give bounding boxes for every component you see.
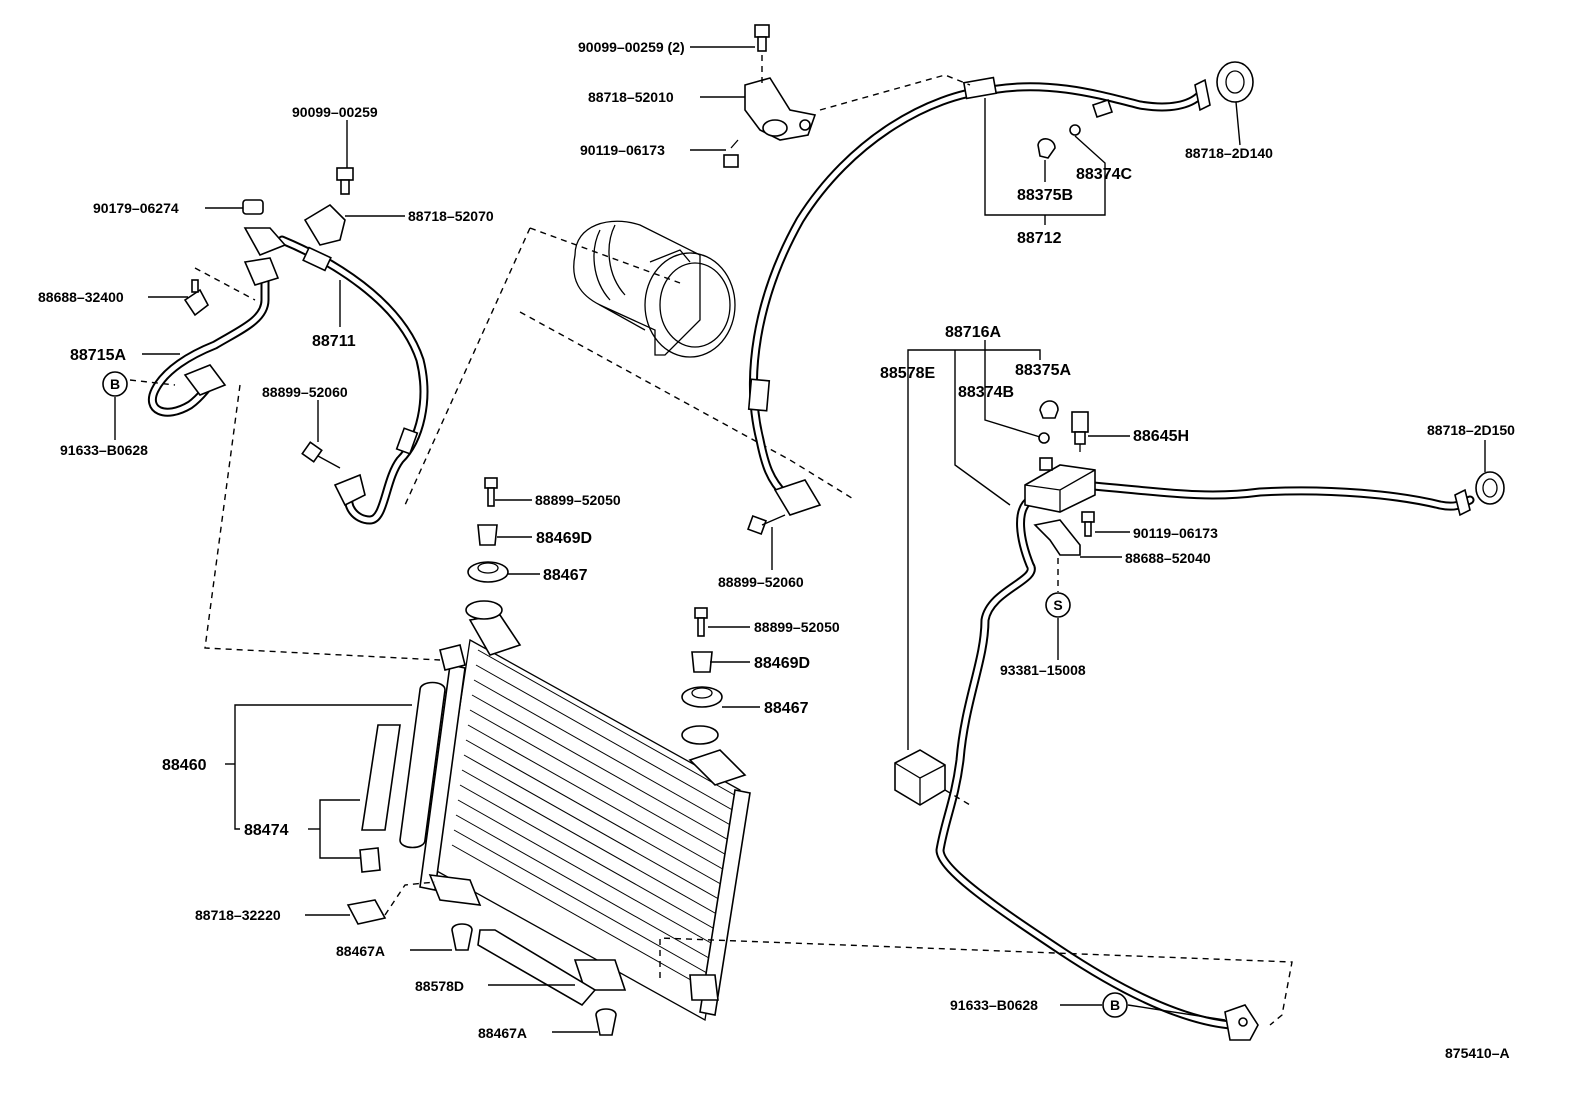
suction-hose-dashed — [819, 74, 971, 111]
marker-B-bottom-text: B — [1110, 997, 1120, 1013]
marker-S-text: S — [1053, 597, 1062, 613]
plug-88474 — [359, 847, 381, 873]
label-88467A-bottom: 88467A — [478, 1025, 527, 1041]
marker-B-left-text: B — [110, 376, 120, 392]
fitting-88718-2D140 — [1194, 61, 1254, 112]
figure-code: 875410–A — [1445, 1045, 1510, 1061]
label-88718-52010: 88718–52010 — [588, 89, 674, 105]
marker-S: S — [1045, 592, 1071, 618]
cap-88375A — [1039, 400, 1059, 419]
label-88460: 88460 — [162, 757, 207, 774]
suction-pipe-88715A — [148, 227, 287, 417]
liquid-line-88716A — [935, 457, 1475, 1041]
label-88718-2D140: 88718–2D140 — [1185, 145, 1273, 161]
label-88718-52070: 88718–52070 — [408, 208, 494, 224]
pressure-switch-88645H — [1071, 411, 1089, 452]
label-90099-00259: 90099–00259 — [292, 104, 378, 120]
label-88467-right: 88467 — [764, 700, 809, 717]
bolt-90119-06173-right — [1081, 511, 1095, 537]
marker-B-bottom: B — [1102, 992, 1128, 1018]
clip-32220-dashed — [384, 881, 436, 916]
oring-88374C — [1069, 124, 1081, 136]
label-88899-52050-right: 88899–52050 — [754, 619, 840, 635]
label-88469D-right: 88469D — [754, 655, 810, 672]
cushion-88467A-top — [451, 923, 473, 951]
label-88375B: 88375B — [1017, 187, 1073, 204]
label-88716A: 88716A — [945, 324, 1001, 341]
condenser-fins — [451, 649, 739, 993]
bracket-88718-52070 — [303, 203, 346, 246]
cushion-88467A-bottom — [595, 1008, 617, 1036]
clip-88718-32220 — [346, 899, 387, 925]
label-88715A: 88715A — [70, 347, 126, 364]
label-88899-52060-mid: 88899–52060 — [718, 574, 804, 590]
label-88645H: 88645H — [1133, 428, 1189, 445]
leader-lines — [114, 46, 1486, 1033]
bolt-90119-06173-top — [723, 139, 739, 168]
compressor — [573, 220, 736, 358]
label-90099-00259-2: 90099–00259 (2) — [578, 39, 685, 55]
label-88899-52060-left: 88899–52060 — [262, 384, 348, 400]
marker-B-left: B — [102, 371, 128, 397]
bolt-90099-00259-2 — [754, 24, 770, 52]
label-88712: 88712 — [1017, 230, 1062, 247]
bolt-90099-00259 — [336, 167, 354, 195]
compressor-dashed-outline — [404, 227, 856, 506]
label-93381-15008: 93381–15008 — [1000, 662, 1086, 678]
fitting-88718-2D150 — [1454, 471, 1505, 517]
label-88474: 88474 — [244, 822, 289, 839]
valve-88374C-part — [1091, 98, 1114, 119]
label-88578D: 88578D — [415, 978, 464, 994]
label-90179-06274: 90179–06274 — [93, 200, 179, 216]
clip-dashed — [194, 267, 256, 301]
label-88469D-top: 88469D — [536, 530, 592, 547]
label-88899-52050-top: 88899–52050 — [535, 492, 621, 508]
label-88578E: 88578E — [880, 365, 935, 382]
label-88374B: 88374B — [958, 384, 1014, 401]
label-88375A: 88375A — [1015, 362, 1071, 379]
left-hose-dashed-2 — [129, 379, 176, 386]
label-88718-2D150: 88718–2D150 — [1427, 422, 1515, 438]
filter-88474 — [361, 724, 401, 831]
bracket-88718-52010 — [744, 77, 817, 141]
clip-88688-32400 — [183, 279, 210, 317]
label-88467A-top: 88467A — [336, 943, 385, 959]
label-88688-52040: 88688–52040 — [1125, 550, 1211, 566]
bottom-dashed — [659, 937, 1293, 1026]
mount-top-center — [465, 477, 509, 620]
discharge-hose — [277, 235, 429, 525]
label-88374C: 88374C — [1076, 166, 1132, 183]
mount-right — [681, 607, 723, 745]
suction-hose-88712 — [747, 76, 1205, 516]
label-88688-32400: 88688–32400 — [38, 289, 124, 305]
label-88711: 88711 — [312, 333, 356, 350]
oring-88374B — [1038, 432, 1050, 444]
seal-88578D — [477, 929, 597, 1007]
label-90119-06173-top: 90119–06173 — [580, 142, 665, 158]
nut-90179-06274 — [242, 199, 264, 215]
bolt-88899-52060-left — [301, 441, 341, 469]
left-hose-dashed — [204, 384, 441, 661]
label-91633-B0628-bottom: 91633–B0628 — [950, 997, 1038, 1013]
label-88467-top: 88467 — [543, 567, 588, 584]
label-88718-32220: 88718–32220 — [195, 907, 281, 923]
label-91633-B0628-left: 91633–B0628 — [60, 442, 148, 458]
oring-88375B — [1037, 138, 1056, 159]
bolt-88899-52060-mid — [747, 514, 786, 535]
seal-88578E-dashed — [944, 789, 971, 806]
label-90119-06173-right: 90119–06173 — [1133, 525, 1218, 541]
part-labels: 90099–00259 (2) 88718–52010 90119–06173 … — [38, 39, 1515, 1061]
condenser — [399, 614, 751, 1022]
